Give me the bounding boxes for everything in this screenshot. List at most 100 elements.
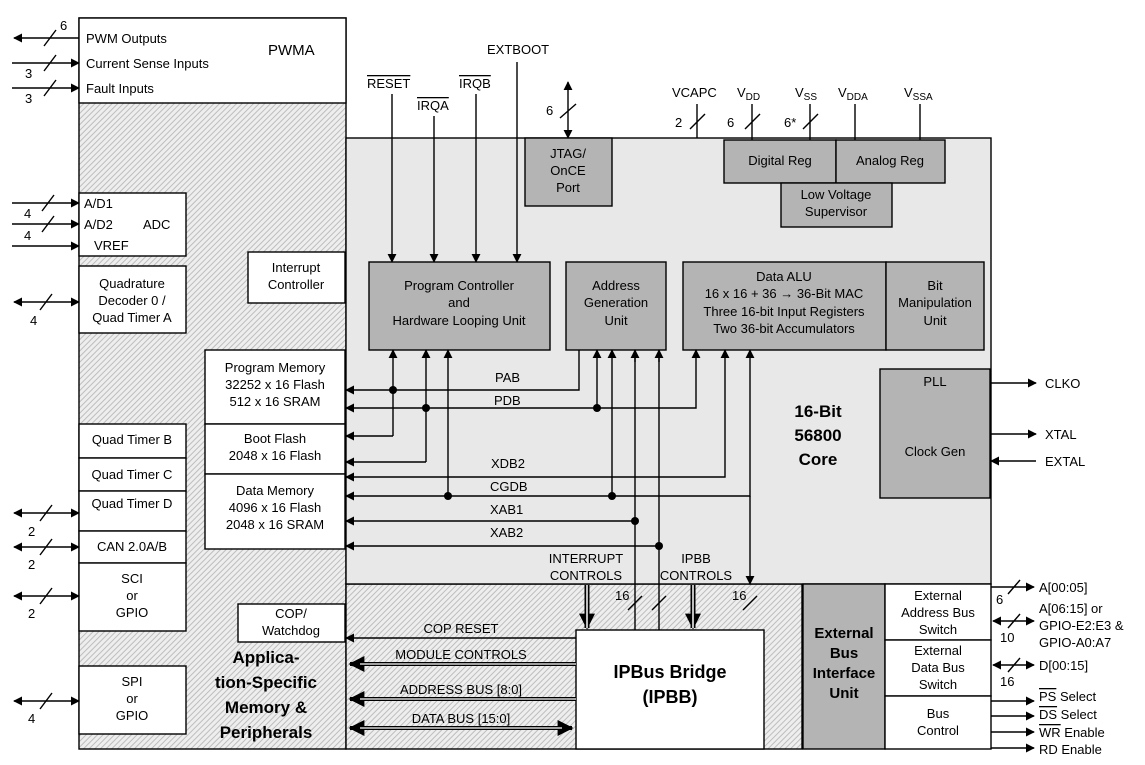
core-buses: PAB PDB XDB2 CGDB XAB1 XAB2 <box>345 349 755 630</box>
external-pins: 6 A[00:05] 10 A[06:15] or GPIO-E2:E3 & G… <box>991 579 1124 757</box>
quad-dec-line1: Quadrature <box>99 276 165 291</box>
ipbb-controls-line1: IPBB <box>681 551 711 566</box>
ext-data-switch-block: External Data Bus Switch <box>884 639 992 697</box>
jtag-count: 6 <box>546 103 553 118</box>
app-specific-line4: Peripherals <box>220 723 313 742</box>
module-controls-label: MODULE CONTROLS <box>395 647 527 662</box>
a0005-label: A[00:05] <box>1039 580 1087 595</box>
ebiu-block: External Bus Interface Unit <box>802 583 886 750</box>
pwma-title: PWMA <box>268 42 315 59</box>
bit-manipulation-block: Bit Manipulation Unit <box>885 261 985 351</box>
ad1-count: 4 <box>24 206 31 221</box>
int-ctrl-line1: Interrupt <box>272 260 321 275</box>
interrupt-controller-block: Interrupt Controller <box>247 251 346 304</box>
quad-timer-c-label: Quad Timer C <box>92 467 173 482</box>
vdda-sub: DDA <box>847 92 868 103</box>
address-bus-label: ADDRESS BUS [8:0] <box>400 682 522 697</box>
ds-select-label: Select <box>1057 707 1097 722</box>
core-line2: 56800 <box>794 426 841 445</box>
pdb-label: PDB <box>494 393 521 408</box>
ext-addr-sw-line3: Switch <box>919 622 957 637</box>
quad-dec-line2: Decoder 0 / <box>98 293 166 308</box>
ipbus-line1: IPBus Bridge <box>613 662 726 682</box>
adc-title: ADC <box>143 217 170 232</box>
vdd-sub: DD <box>746 92 760 103</box>
agu-line2: Generation <box>584 295 648 310</box>
a0005-count: 6 <box>996 592 1003 607</box>
data-mem-line3: 2048 x 16 SRAM <box>226 517 324 532</box>
prog-ctrl-line3: Hardware Looping Unit <box>393 313 526 328</box>
quadrature-decoder-block: Quadrature Decoder 0 / Quad Timer A 4 <box>13 265 187 334</box>
can-label: CAN 2.0A/B <box>97 539 167 554</box>
data-memory-block: Data Memory 4096 x 16 Flash 2048 x 16 SR… <box>204 473 346 550</box>
rd-enable-label: RD Enable <box>1039 742 1102 757</box>
gpio-a-label: GPIO-A0:A7 <box>1039 635 1111 650</box>
app-specific-line2: tion-Specific <box>215 673 317 692</box>
extboot-label: EXTBOOT <box>487 42 549 57</box>
data-mem-line2: 4096 x 16 Flash <box>229 500 322 515</box>
power-pins: VCAPC 2 VDD 6 VSS 6* VDDA VSSA <box>672 85 933 140</box>
lvs-line2: Supervisor <box>805 204 868 219</box>
peripheral-bus-signals: COP RESET MODULE CONTROLS ADDRESS BUS [8… <box>345 621 576 736</box>
wr-enable-label: Enable <box>1061 725 1105 740</box>
spi-count: 4 <box>28 711 35 726</box>
analog-reg-label: Analog Reg <box>856 153 924 168</box>
svg-text:WR Enable: WR Enable <box>1039 725 1105 740</box>
jtag-line3: Port <box>556 180 580 195</box>
vdda-label: V <box>838 85 847 100</box>
quad-timer-c-block: Quad Timer C <box>78 457 187 492</box>
data-mem-line1: Data Memory <box>236 483 315 498</box>
low-voltage-supervisor-block: Low Voltage Supervisor <box>780 182 893 228</box>
cop-watchdog-block: COP/ Watchdog <box>237 603 346 643</box>
pwm-count: 6 <box>60 18 67 33</box>
can-count: 2 <box>28 557 35 572</box>
svg-text:DS Select: DS Select <box>1039 707 1097 722</box>
cop-line2: Watchdog <box>262 623 320 638</box>
ext-addr-sw-line2: Address Bus <box>901 605 975 620</box>
irqa-label: IRQA <box>417 98 449 113</box>
clock-gen-label: Clock Gen <box>905 444 966 459</box>
irqb-label: IRQB <box>459 76 491 91</box>
vcapc-label: VCAPC <box>672 85 717 100</box>
ipbus-bridge-block: IPBus Bridge (IPBB) <box>575 629 765 750</box>
ext-data-sw-line3: Switch <box>919 677 957 692</box>
spi-line1: SPI <box>122 674 143 689</box>
xtal-label: XTAL <box>1045 427 1077 442</box>
prog-ctrl-line1: Program Controller <box>404 278 514 293</box>
ipbus-line2: (IPBB) <box>643 687 698 707</box>
app-specific-label: Applica- tion-Specific Memory & Peripher… <box>215 648 317 742</box>
svg-text:VSS: VSS <box>795 85 817 103</box>
svg-text:VSSA: VSSA <box>904 85 933 103</box>
spi-block: SPI or GPIO 4 <box>13 665 187 735</box>
gpio-e-label: GPIO-E2:E3 & <box>1039 618 1124 633</box>
alu-line4: Two 36-bit Accumulators <box>713 321 855 336</box>
fault-count: 3 <box>25 91 32 106</box>
sci-block: SCI or GPIO 2 <box>13 562 187 632</box>
xdb2-label: XDB2 <box>491 456 525 471</box>
wr-label: WR <box>1039 725 1061 740</box>
quad-timer-b-block: Quad Timer B <box>78 423 187 459</box>
reset-label: RESET <box>367 76 410 91</box>
int-ctrl-line2: Controller <box>268 277 325 292</box>
bmu-line1: Bit <box>927 278 943 293</box>
bmu-line2: Manipulation <box>898 295 972 310</box>
jtag-line2: OnCE <box>550 163 586 178</box>
spi-line3: GPIO <box>116 708 149 723</box>
ds-label: DS <box>1039 707 1057 722</box>
boot-flash-line2: 2048 x 16 Flash <box>229 448 322 463</box>
ext-data-sw-line1: External <box>914 643 962 658</box>
ipbb-bus2-count: 16 <box>732 588 746 603</box>
ext-addr-sw-line1: External <box>914 588 962 603</box>
ipbb-control-arrows: INTERRUPT CONTROLS IPBB CONTROLS 16 16 <box>549 551 758 630</box>
fault-inputs-label: Fault Inputs <box>86 81 154 96</box>
ebiu-line2: Bus <box>830 645 858 662</box>
data-alu-block: Data ALU 16 x 16 + 36 → 36-Bit MAC Three… <box>682 261 887 351</box>
quad-timer-d-count: 2 <box>28 524 35 539</box>
cgdb-label: CGDB <box>490 479 528 494</box>
prog-mem-line1: Program Memory <box>225 360 326 375</box>
digital-reg-label: Digital Reg <box>748 153 812 168</box>
interrupt-controls-line1: INTERRUPT <box>549 551 623 566</box>
analog-reg-block: Analog Reg <box>835 139 946 184</box>
bus-ctrl-line2: Control <box>917 723 959 738</box>
ipbb-bus1-count: 16 <box>615 588 629 603</box>
